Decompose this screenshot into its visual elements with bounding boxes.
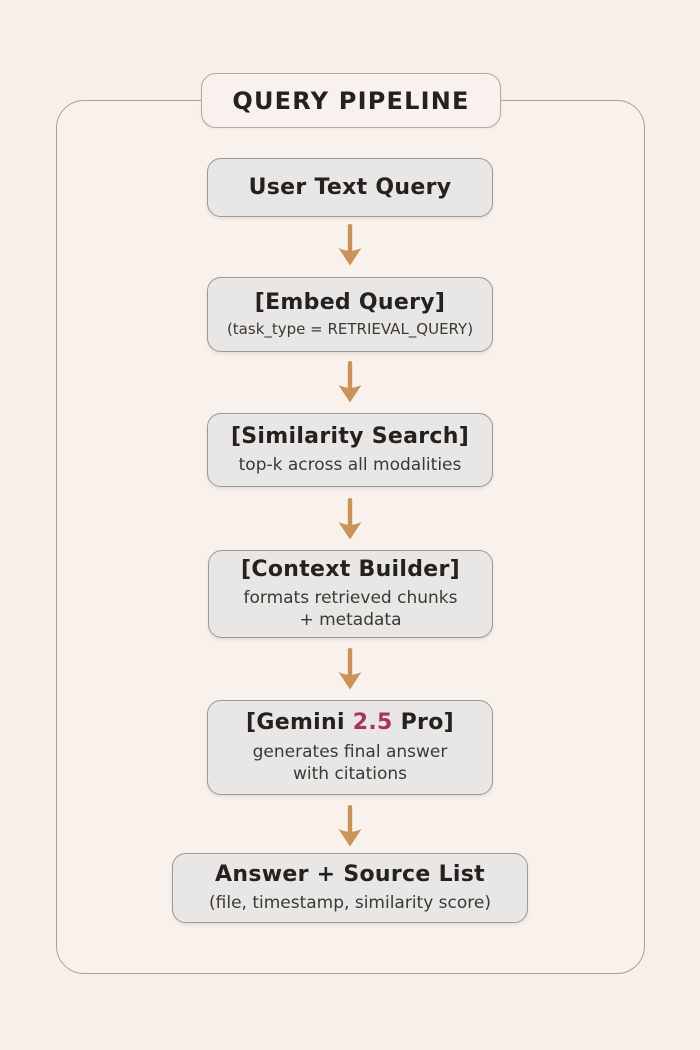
node-gemini-2-5-pro: [Gemini 2.5 Pro] generates final answer … <box>207 700 493 795</box>
node-similarity-search: [Similarity Search] top-k across all mod… <box>207 413 493 487</box>
node-context-builder: [Context Builder] formats retrieved chun… <box>208 550 493 638</box>
node-heading: [Context Builder] <box>241 556 460 582</box>
flow-arrow <box>338 805 362 847</box>
pipeline-title: QUERY PIPELINE <box>232 86 470 115</box>
node-subtitle: (file, timestamp, similarity score) <box>209 893 491 914</box>
node-subtitle: formats retrieved chunks + metadata <box>243 588 458 631</box>
node-answer-source-list: Answer + Source List (file, timestamp, s… <box>172 853 528 923</box>
node-heading: Answer + Source List <box>215 861 485 887</box>
gemini-version-highlight: 2.5 <box>352 710 393 736</box>
flow-arrow <box>338 224 362 266</box>
node-heading: [Embed Query] <box>254 289 446 315</box>
flow-arrow <box>338 648 362 690</box>
pipeline-title-box: QUERY PIPELINE <box>201 73 501 128</box>
node-heading: [Gemini 2.5 Pro] <box>246 710 454 736</box>
node-subtitle: (task_type = RETRIEVAL_QUERY) <box>226 319 474 338</box>
node-embed-query: [Embed Query] (task_type = RETRIEVAL_QUE… <box>207 277 493 352</box>
node-subtitle: top-k across all modalities <box>238 455 462 476</box>
node-heading: User Text Query <box>248 174 452 200</box>
flow-arrow <box>338 498 362 540</box>
node-user-text-query: User Text Query <box>207 158 493 217</box>
node-heading: [Similarity Search] <box>230 423 470 449</box>
node-subtitle: generates final answer with citations <box>252 741 448 784</box>
flow-arrow <box>338 361 362 403</box>
